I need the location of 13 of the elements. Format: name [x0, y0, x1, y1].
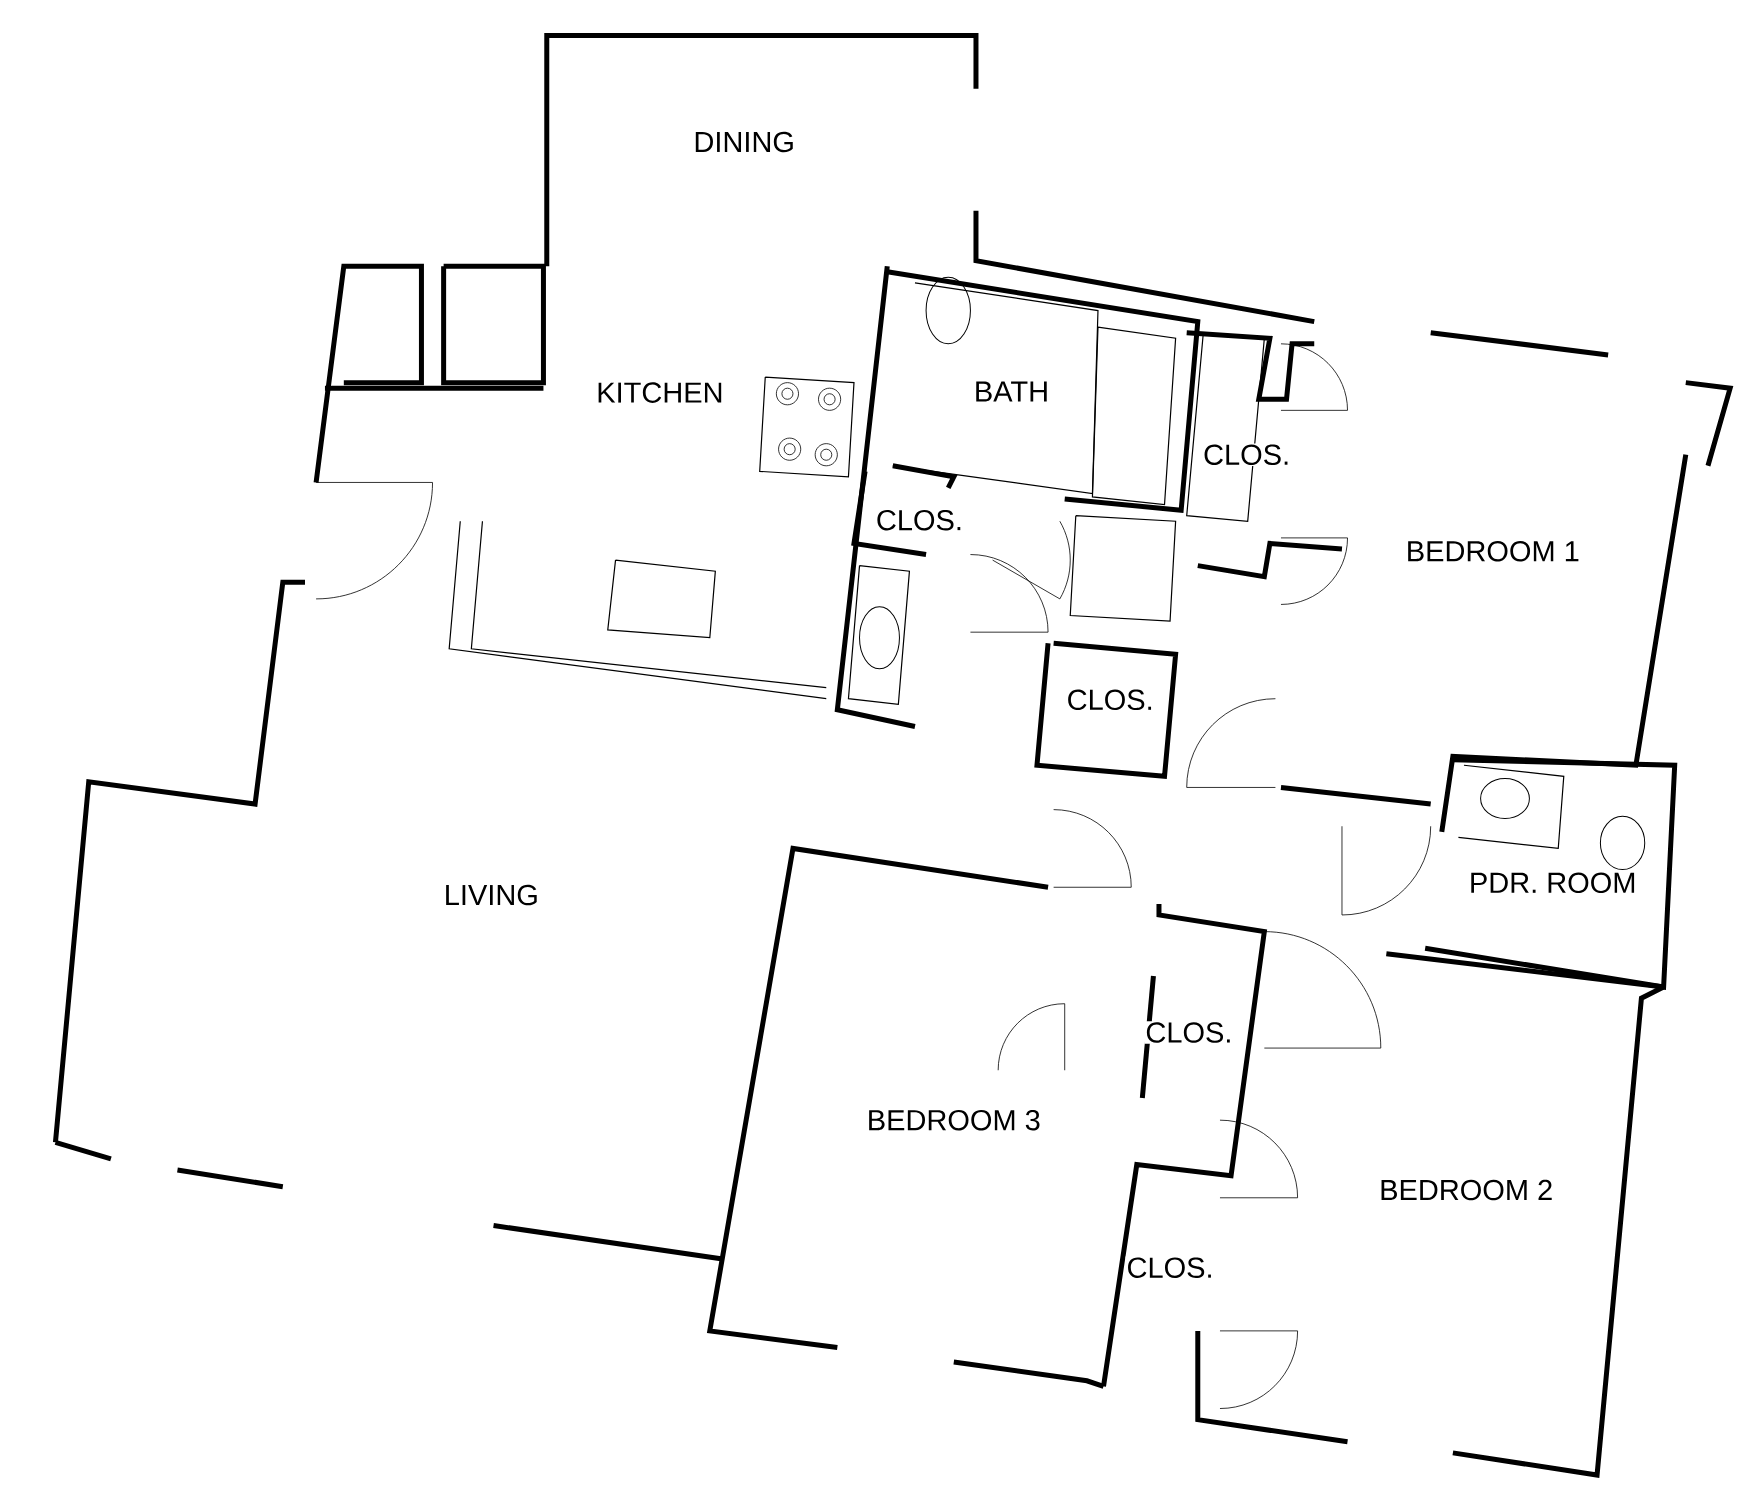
room-label: LIVING: [442, 884, 540, 907]
room-label: BEDROOM 3: [865, 1109, 1042, 1132]
room-label: DINING: [692, 130, 796, 154]
room-label: CLOS.: [874, 509, 964, 532]
room-label: CLOS.: [1125, 1256, 1215, 1280]
room-label: CLOS.: [1144, 1021, 1234, 1045]
room-label: BATH: [972, 380, 1051, 403]
room-label: BEDROOM 1: [1404, 540, 1581, 563]
room-label: BEDROOM 2: [1378, 1179, 1555, 1202]
room-label: CLOS.: [1065, 688, 1155, 712]
room-label: CLOS.: [1202, 443, 1292, 467]
room-label: PDR. ROOM: [1467, 871, 1638, 895]
room-label: KITCHEN: [595, 381, 725, 405]
